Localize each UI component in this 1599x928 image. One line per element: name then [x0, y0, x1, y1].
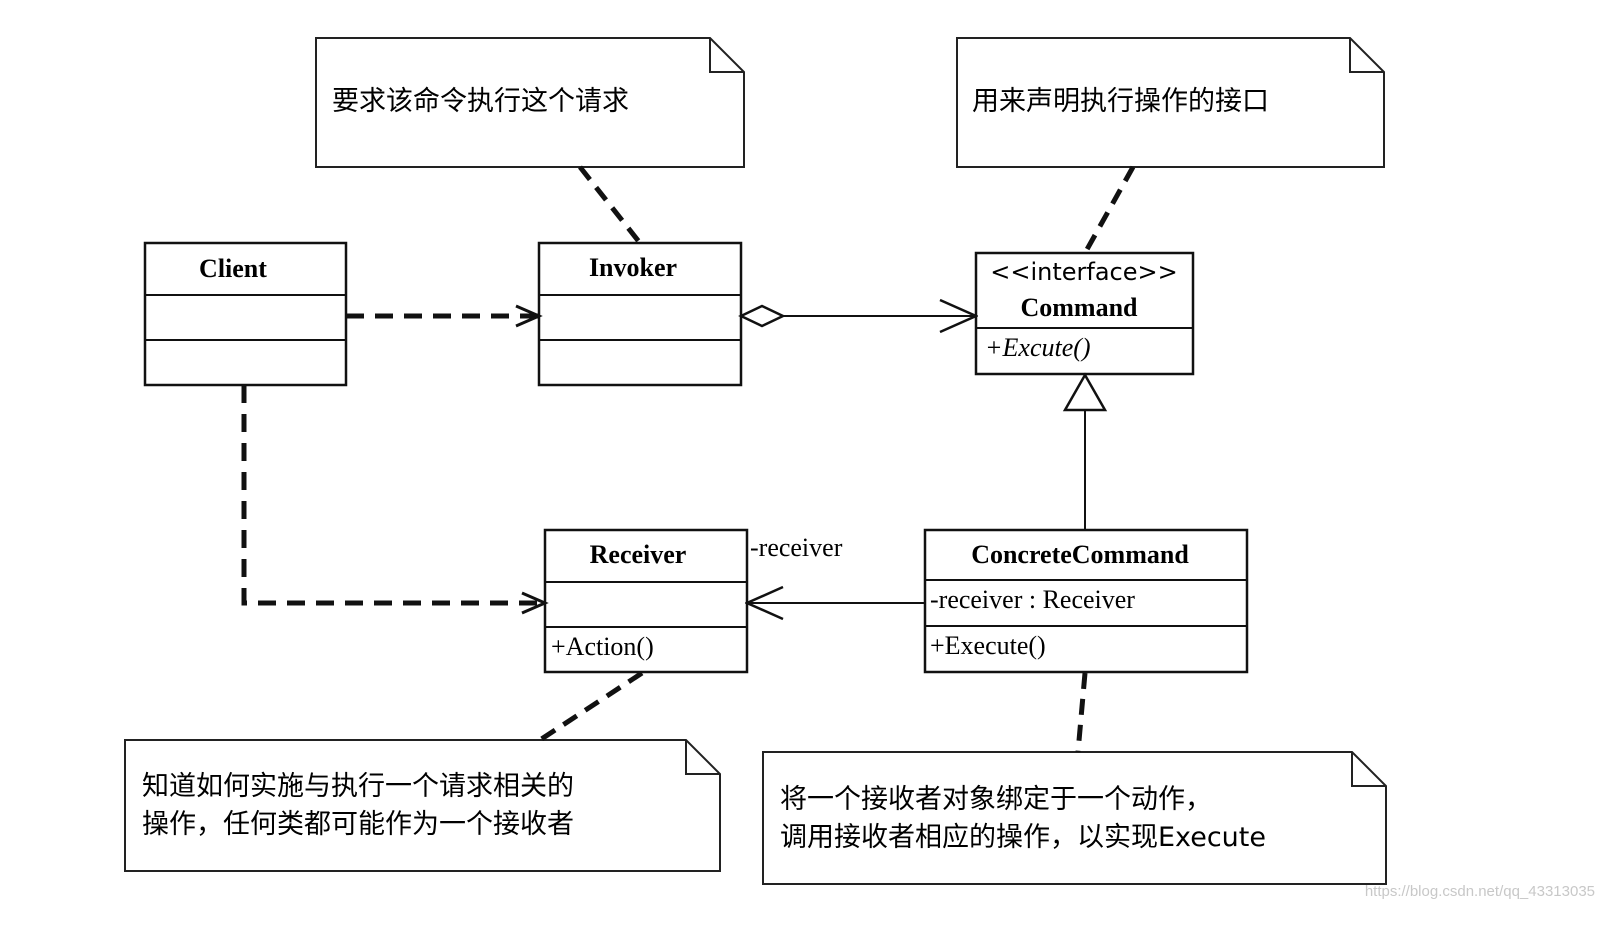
class-receiver-operation: +Action()	[551, 632, 654, 661]
class-invoker-name: Invoker	[589, 253, 677, 282]
anchor-command	[1082, 165, 1136, 255]
anchor-invoker	[578, 165, 642, 245]
note-invoker: 要求该命令执行这个请求	[315, 37, 745, 168]
note-receiver-text-1: 知道如何实施与执行一个请求相关的	[142, 771, 574, 802]
class-concrete-command[interactable]: ConcreteCommand -receiver : Receiver +Ex…	[923, 528, 1249, 674]
aggregation-diamond	[738, 304, 786, 328]
dependency-client-receiver	[241, 385, 545, 606]
realization-triangle	[1062, 372, 1108, 412]
note-anchors	[538, 165, 1136, 753]
class-invoker[interactable]: Invoker	[537, 241, 743, 387]
arrowhead-client-invoker	[515, 304, 543, 328]
association-role-label: -receiver	[750, 533, 843, 562]
class-command-stereotype: <<interface>>	[990, 258, 1177, 286]
class-command-operation: +Excute()	[985, 333, 1091, 362]
note-receiver: 知道如何实施与执行一个请求相关的 操作，任何类都可能作为一个接收者	[124, 739, 721, 872]
note-receiver-text-2: 操作，任何类都可能作为一个接收者	[142, 809, 574, 840]
note-command: 用来声明执行操作的接口	[956, 37, 1385, 168]
class-concrete-name: ConcreteCommand	[971, 540, 1189, 569]
class-receiver-name: Receiver	[590, 540, 687, 569]
note-concrete-text-2: 调用接收者相应的操作，以实现Execute	[780, 822, 1266, 853]
class-receiver[interactable]: Receiver +Action()	[543, 528, 749, 674]
class-command[interactable]: <<interface>> Command +Excute()	[974, 251, 1195, 376]
note-concrete-command: 将一个接收者对象绑定于一个动作， 调用接收者相应的操作，以实现Execute	[762, 751, 1387, 885]
class-concrete-operation: +Execute()	[930, 631, 1046, 660]
note-concrete-text-1: 将一个接收者对象绑定于一个动作，	[780, 784, 1212, 815]
anchor-receiver	[538, 670, 644, 743]
note-command-text: 用来声明执行操作的接口	[972, 86, 1269, 117]
class-command-name: Command	[1020, 293, 1138, 322]
watermark: https://blog.csdn.net/qq_43313035	[1365, 883, 1595, 900]
note-invoker-text: 要求该命令执行这个请求	[332, 86, 629, 117]
arrowhead-client-receiver	[521, 591, 549, 615]
class-client[interactable]: Client	[143, 241, 348, 387]
class-concrete-attribute: -receiver : Receiver	[930, 585, 1135, 614]
class-client-name: Client	[199, 254, 267, 283]
anchor-concrete	[1075, 672, 1088, 753]
